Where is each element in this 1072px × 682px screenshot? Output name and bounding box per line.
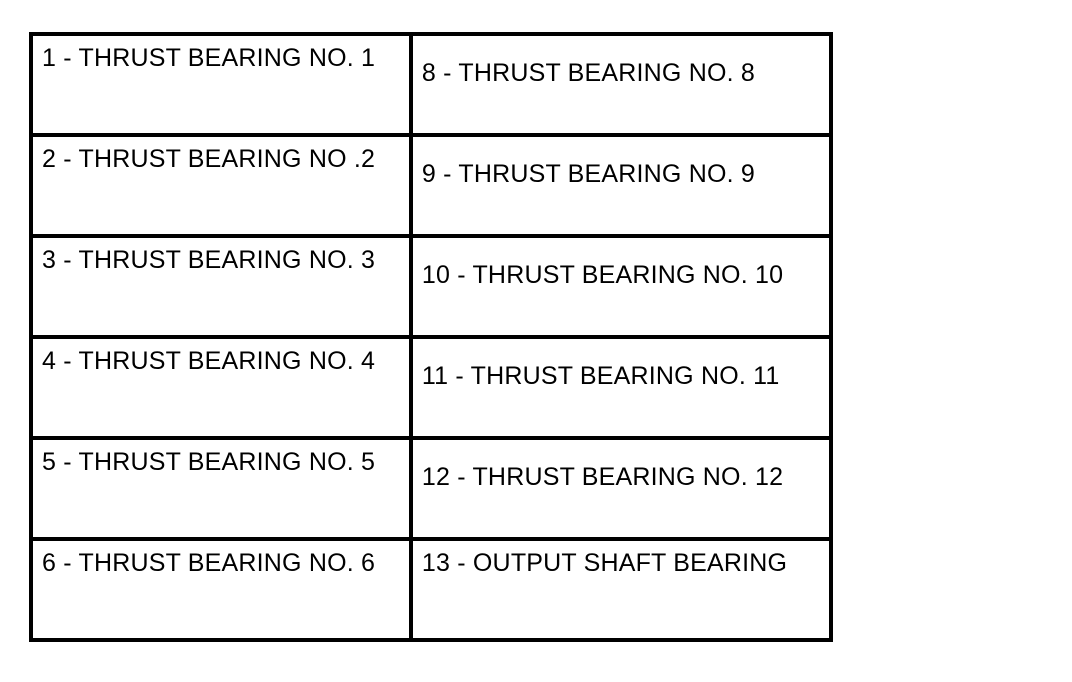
legend-cell: 2 - THRUST BEARING NO .2: [29, 133, 413, 238]
legend-cell: 11 - THRUST BEARING NO. 11: [408, 335, 834, 440]
legend-cell: 6 - THRUST BEARING NO. 6: [29, 537, 413, 642]
legend-cell: 9 - THRUST BEARING NO. 9: [408, 133, 834, 238]
table-row: 4 - THRUST BEARING NO. 4 11 - THRUST BEA…: [29, 335, 834, 440]
legend-entry-13: 13 - OUTPUT SHAFT BEARING: [421, 549, 788, 577]
legend-entry-8: 8 - THRUST BEARING NO. 8: [421, 59, 755, 87]
legend-entry-2: 2 - THRUST BEARING NO .2: [42, 145, 376, 173]
table-row: 1 - THRUST BEARING NO. 1 8 - THRUST BEAR…: [29, 32, 834, 137]
legend-entry-12: 12 - THRUST BEARING NO. 12: [421, 463, 784, 491]
legend-entry-3: 3 - THRUST BEARING NO. 3: [42, 246, 376, 274]
legend-cell: 5 - THRUST BEARING NO. 5: [29, 436, 413, 541]
legend-entry-9: 9 - THRUST BEARING NO. 9: [421, 160, 755, 188]
table-row: 6 - THRUST BEARING NO. 6 13 - OUTPUT SHA…: [29, 537, 834, 642]
legend-entry-11: 11 - THRUST BEARING NO. 11: [421, 362, 780, 390]
legend-cell: 4 - THRUST BEARING NO. 4: [29, 335, 413, 440]
legend-cell: 1 - THRUST BEARING NO. 1: [29, 32, 413, 137]
legend-cell: 12 - THRUST BEARING NO. 12: [408, 436, 834, 541]
legend-entry-6: 6 - THRUST BEARING NO. 6: [42, 549, 376, 577]
legend-cell: 8 - THRUST BEARING NO. 8: [408, 32, 834, 137]
legend-table: 1 - THRUST BEARING NO. 1 8 - THRUST BEAR…: [29, 32, 834, 642]
table-row: 2 - THRUST BEARING NO .2 9 - THRUST BEAR…: [29, 133, 834, 238]
legend-cell: 3 - THRUST BEARING NO. 3: [29, 234, 413, 339]
legend-entry-1: 1 - THRUST BEARING NO. 1: [42, 44, 376, 72]
table-row: 5 - THRUST BEARING NO. 5 12 - THRUST BEA…: [29, 436, 834, 541]
legend-entry-10: 10 - THRUST BEARING NO. 10: [421, 261, 784, 289]
legend-cell: 10 - THRUST BEARING NO. 10: [408, 234, 834, 339]
legend-entry-5: 5 - THRUST BEARING NO. 5: [42, 448, 376, 476]
table-row: 3 - THRUST BEARING NO. 3 10 - THRUST BEA…: [29, 234, 834, 339]
legend-cell: 13 - OUTPUT SHAFT BEARING: [408, 537, 834, 642]
legend-entry-4: 4 - THRUST BEARING NO. 4: [42, 347, 376, 375]
